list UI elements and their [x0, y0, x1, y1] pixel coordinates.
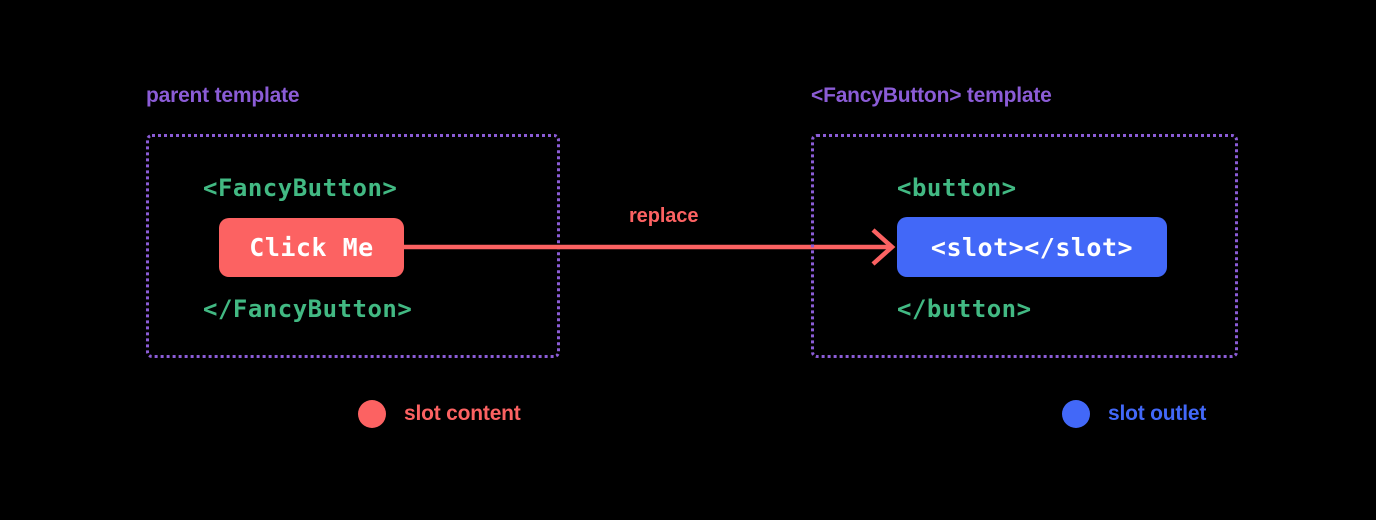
arrow-label-replace: replace	[629, 205, 699, 227]
panel-title-parent-template: parent template	[146, 84, 300, 107]
code-line-close-fancybutton: </FancyButton>	[203, 295, 413, 323]
replace-arrow	[402, 228, 896, 266]
legend-dot-icon-slot-content	[358, 400, 386, 428]
code-line-close-button: </button>	[897, 295, 1032, 323]
panel-title-fancybutton-template: <FancyButton> template	[811, 84, 1052, 107]
code-line-open-fancybutton: <FancyButton>	[203, 174, 398, 202]
code-line-open-button: <button>	[897, 174, 1017, 202]
panel-fancybutton-template	[811, 134, 1238, 358]
legend-dot-icon-slot-outlet	[1062, 400, 1090, 428]
legend-item-slot-content: slot content	[358, 400, 521, 428]
arrow-head-icon	[871, 228, 896, 266]
chip-slot-outlet[interactable]: <slot></slot>	[897, 217, 1167, 277]
legend-item-slot-outlet: slot outlet	[1062, 400, 1206, 428]
chip-slot-content[interactable]: Click Me	[219, 218, 404, 277]
legend-label-slot-outlet: slot outlet	[1108, 402, 1207, 425]
legend-label-slot-content: slot content	[404, 402, 521, 425]
